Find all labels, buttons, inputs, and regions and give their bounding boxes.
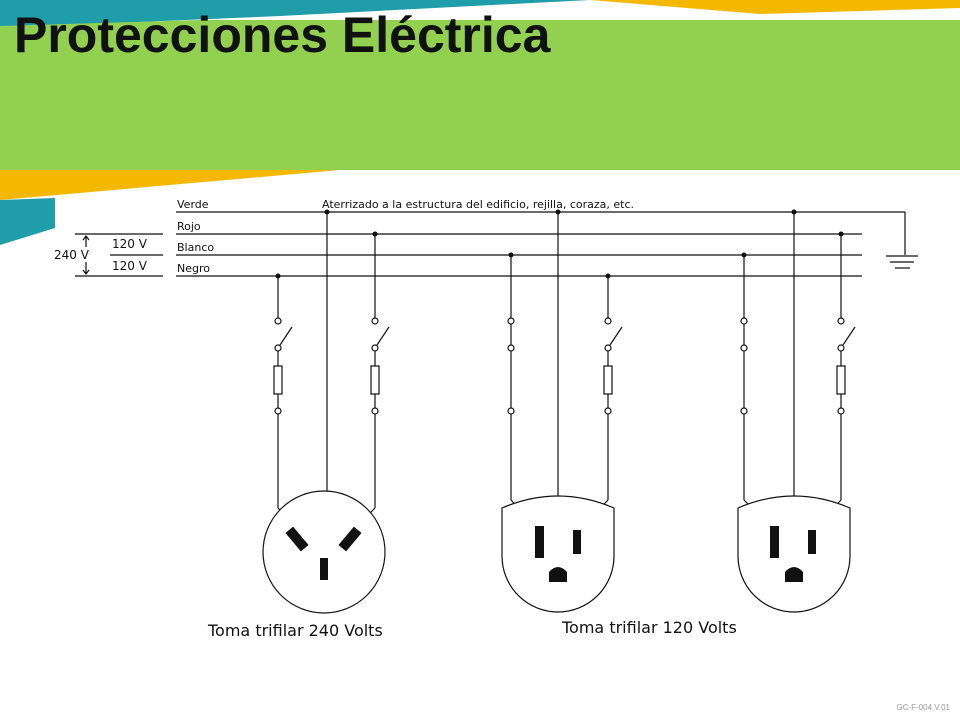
caption-240: Toma trifilar 240 Volts bbox=[207, 621, 383, 640]
switch-240-left bbox=[279, 326, 293, 346]
branch-240-protection bbox=[273, 234, 390, 533]
teal-stripe-bottom bbox=[0, 198, 55, 245]
voltage-lower-label: 120 V bbox=[112, 259, 148, 273]
slide-title: Protecciones Eléctrica bbox=[14, 7, 551, 63]
green-header-band bbox=[0, 20, 960, 170]
outlet-120-b bbox=[737, 495, 851, 613]
outlet-120-a bbox=[501, 495, 615, 613]
ground-note: Aterrizado a la estructura del edificio,… bbox=[322, 198, 634, 211]
voltage-upper-label: 120 V bbox=[112, 237, 148, 251]
voltage-total-label: 240 V bbox=[54, 248, 90, 262]
slide-footer: GC-F-004 V.01 bbox=[896, 703, 950, 712]
fuse-240-left bbox=[273, 365, 283, 395]
switch-120-a bbox=[609, 326, 623, 346]
caption-120: Toma trifilar 120 Volts bbox=[561, 618, 737, 637]
voltage-bracket: 240 V 120 V 120 V bbox=[54, 233, 163, 277]
wire-label-negro: Negro bbox=[177, 262, 210, 275]
gold-stripe-bottom bbox=[0, 170, 340, 200]
fuse-240-right bbox=[370, 365, 380, 395]
wire-label-rojo: Rojo bbox=[177, 220, 201, 233]
outlet-240 bbox=[262, 490, 386, 614]
wire-label-verde: Verde bbox=[177, 198, 209, 211]
teal-stripe-top bbox=[0, 0, 590, 28]
branch-120-b-protection bbox=[740, 234, 856, 527]
gold-stripe-top bbox=[590, 0, 960, 14]
bus-wires: Verde Rojo Blanco Negro Aterrizado a la … bbox=[176, 198, 905, 277]
wire-label-blanco: Blanco bbox=[177, 241, 214, 254]
junction-dots bbox=[275, 209, 844, 279]
switch-240-right bbox=[376, 326, 390, 346]
ground-symbol bbox=[886, 212, 918, 269]
fuse-120-a bbox=[603, 365, 613, 395]
branch-120-a-protection bbox=[507, 255, 623, 527]
switch-120-b bbox=[842, 326, 856, 346]
fuse-120-b bbox=[836, 365, 846, 395]
